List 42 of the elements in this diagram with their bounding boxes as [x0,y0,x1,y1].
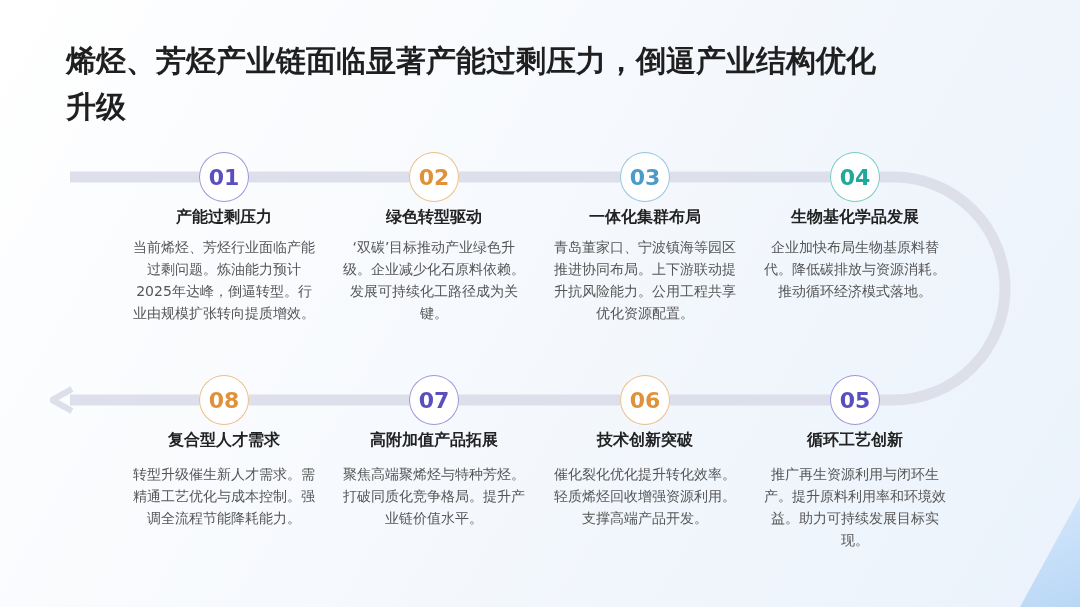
step-number-circle [830,375,880,425]
step-number: 03 [629,164,661,190]
step-number: 07 [418,387,450,413]
step-number: 04 [839,164,871,190]
step-number-circle [830,152,880,202]
step-number-circle [620,375,670,425]
step-description: ‘双碳’目标推动产业绿色升级。企业减少化石原料依赖。发展可持续化工路径成为关键。 [343,238,525,323]
step-number-circle [199,375,249,425]
step-description: 当前烯烃、芳烃行业面临产能过剩问题。炼油能力预计2025年达峰，倒逼转型。行业由规模扩张转向提质增效。 [133,238,315,323]
step-description: 推广再生资源利用与闭环生产。提升原料利用率和环境效益。助力可持续发展目标实现。 [764,465,946,550]
step-description: 转型升级催生新人才需求。需精通工艺优化与成本控制。强调全流程节能降耗能力。 [133,465,315,528]
track-connector [670,171,830,183]
track-connector [49,386,199,414]
step-number: 06 [629,387,661,413]
step-heading: 技术创新突破 [597,430,693,451]
track-connector [880,171,1011,406]
step-number: 02 [418,164,450,190]
step-heading: 产能过剩压力 [176,207,272,228]
step-description: 聚焦高端聚烯烃与特种芳烃。打破同质化竞争格局。提升产业链价值水平。 [343,465,525,528]
step-heading: 绿色转型驱动 [386,207,482,228]
step-number: 08 [208,387,240,413]
step-number-circle [199,152,249,202]
step-heading: 高附加值产品拓展 [370,430,498,451]
track-connector [249,171,409,183]
step-description: 企业加快布局生物基原料替代。降低碳排放与资源消耗。推动循环经济模式落地。 [764,238,946,301]
title: 烯烃、芳烃产业链面临显著产能过剩压力，倒逼产业结构优化升级 [66,42,877,126]
step-number-circle [409,152,459,202]
step-description: 催化裂化优化提升转化效率。轻质烯烃回收增强资源利用。支撑高端产品开发。 [554,465,736,528]
step-number: 01 [208,164,240,190]
track-connector [70,171,199,183]
track-connector [459,394,620,406]
step-heading: 复合型人才需求 [168,430,280,451]
track-connector [249,394,409,406]
step-heading: 一体化集群布局 [589,207,701,228]
step-number: 05 [839,387,871,413]
step-heading: 循环工艺创新 [807,430,903,451]
step-description: 青岛董家口、宁波镇海等园区推进协同布局。上下游联动提升抗风险能力。公用工程共享优化资源配置。 [554,238,736,323]
step-heading: 生物基化学品发展 [791,207,919,228]
step-number-circle [409,375,459,425]
track-connector [459,171,620,183]
track-connector [670,394,830,406]
step-number-circle [620,152,670,202]
